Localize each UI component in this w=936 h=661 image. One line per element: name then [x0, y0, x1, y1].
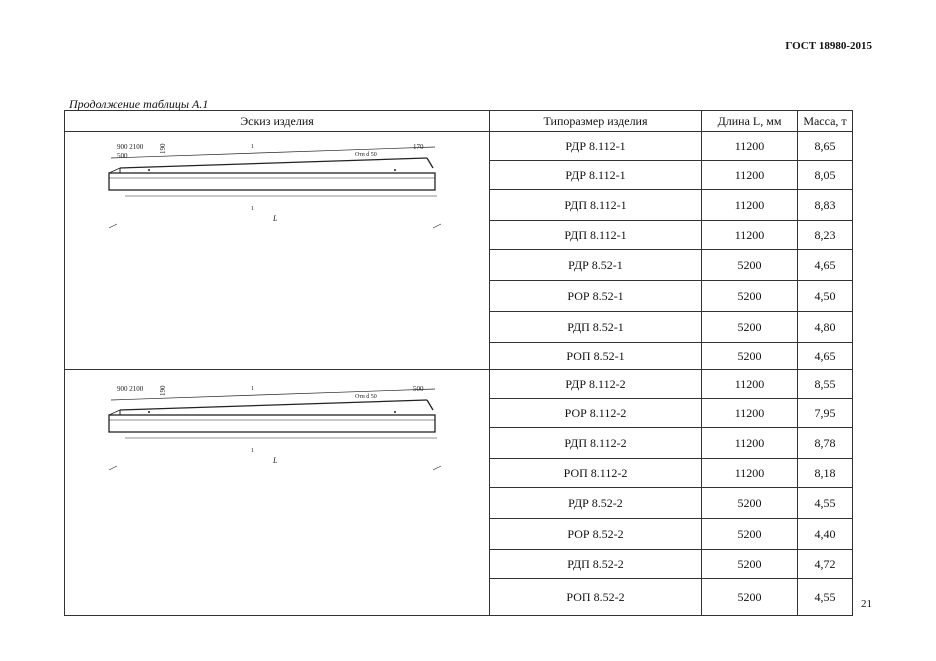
length-cell: 11200: [701, 160, 798, 190]
svg-text:500: 500: [117, 152, 128, 160]
product-size-cell: РОП 8.112-2: [489, 458, 702, 488]
product-size-cell: РОР 8.112-2: [489, 398, 702, 428]
table-header-row: Эскиз изделия Типоразмер изделия Длина L…: [64, 110, 853, 132]
product-size-cell: РДП 8.112-1: [489, 189, 702, 221]
mass-cell: 8,55: [797, 369, 853, 399]
length-cell: 5200: [701, 280, 798, 312]
header-size: Типоразмер изделия: [489, 110, 702, 132]
table-row: 900 2100 190 1 Отв d 50 500 1 L 1-1 125 …: [64, 369, 853, 616]
product-size-cell: РДП 8.52-2: [489, 549, 702, 579]
product-size-cell: РДР 8.112-1: [489, 160, 702, 190]
product-size-cell: РДР 8.52-1: [489, 249, 702, 281]
product-size-cell: РДР 8.112-2: [489, 369, 702, 399]
svg-text:L: L: [272, 214, 278, 223]
svg-text:1: 1: [251, 448, 254, 454]
mass-cell: 4,72: [797, 549, 853, 579]
mass-cell: 4,55: [797, 578, 853, 616]
header-length: Длина L, мм: [701, 110, 798, 132]
mass-cell: 4,65: [797, 249, 853, 281]
mass-cell: 4,80: [797, 311, 853, 343]
svg-text:Отв d 50: Отв d 50: [355, 152, 377, 158]
svg-text:L: L: [272, 456, 278, 465]
length-cell: 11200: [701, 131, 798, 161]
product-size-cell: РОР 8.52-1: [489, 280, 702, 312]
length-cell: 11200: [701, 458, 798, 488]
length-cell: 5200: [701, 518, 798, 550]
mass-cell: 8,83: [797, 189, 853, 221]
svg-text:Отв d 50: Отв d 50: [355, 394, 377, 400]
length-cell: 5200: [701, 549, 798, 579]
svg-text:190: 190: [159, 385, 167, 396]
product-size-cell: РДП 8.52-1: [489, 311, 702, 343]
svg-text:900 2100: 900 2100: [117, 385, 144, 393]
mass-cell: 8,05: [797, 160, 853, 190]
svg-text:500: 500: [413, 385, 424, 393]
length-cell: 11200: [701, 220, 798, 250]
sketch-drawing: 900 2100 190 1 Отв d 50 500 1 L 1-1 125 …: [108, 385, 442, 470]
table-continuation-caption: Продолжение таблицы А.1: [69, 97, 209, 111]
product-size-cell: РОП 8.52-2: [489, 578, 702, 616]
product-size-cell: РДП 8.112-1: [489, 220, 702, 250]
header-sketch: Эскиз изделия: [64, 110, 490, 132]
standard-number: ГОСТ 18980-2015: [785, 40, 872, 52]
sketch-group-1: 900 2100 500 190 1 Отв d 50 170 1 L 1-1 …: [64, 131, 490, 370]
mass-cell: 7,95: [797, 398, 853, 428]
mass-cell: 8,65: [797, 131, 853, 161]
mass-cell: 8,18: [797, 458, 853, 488]
svg-text:1: 1: [251, 386, 254, 392]
header-mass: Масса, т: [797, 110, 853, 132]
table-row: 900 2100 500 190 1 Отв d 50 170 1 L 1-1 …: [64, 131, 853, 370]
svg-text:1: 1: [251, 206, 254, 212]
svg-text:1: 1: [251, 144, 254, 150]
sketch-drawing: 900 2100 500 190 1 Отв d 50 170 1 L 1-1 …: [108, 143, 442, 228]
length-cell: 11200: [701, 369, 798, 399]
mass-cell: 8,23: [797, 220, 853, 250]
length-cell: 5200: [701, 578, 798, 616]
svg-text:190: 190: [159, 143, 167, 154]
product-table: Эскиз изделия Типоразмер изделия Длина L…: [64, 110, 853, 616]
mass-cell: 8,78: [797, 427, 853, 459]
page-number: 21: [861, 598, 872, 610]
product-size-cell: РДР 8.52-2: [489, 487, 702, 519]
product-size-cell: РОР 8.52-2: [489, 518, 702, 550]
length-cell: 5200: [701, 487, 798, 519]
length-cell: 5200: [701, 342, 798, 370]
product-size-cell: РДР 8.112-1: [489, 131, 702, 161]
length-cell: 11200: [701, 427, 798, 459]
length-cell: 11200: [701, 189, 798, 221]
length-cell: 11200: [701, 398, 798, 428]
product-size-cell: РОП 8.52-1: [489, 342, 702, 370]
mass-cell: 4,65: [797, 342, 853, 370]
svg-text:170: 170: [413, 143, 424, 151]
length-cell: 5200: [701, 311, 798, 343]
mass-cell: 4,40: [797, 518, 853, 550]
length-cell: 5200: [701, 249, 798, 281]
svg-text:900 2100: 900 2100: [117, 143, 144, 151]
mass-cell: 4,50: [797, 280, 853, 312]
product-size-cell: РДП 8.112-2: [489, 427, 702, 459]
sketch-group-2: 900 2100 190 1 Отв d 50 500 1 L 1-1 125 …: [64, 369, 490, 616]
mass-cell: 4,55: [797, 487, 853, 519]
